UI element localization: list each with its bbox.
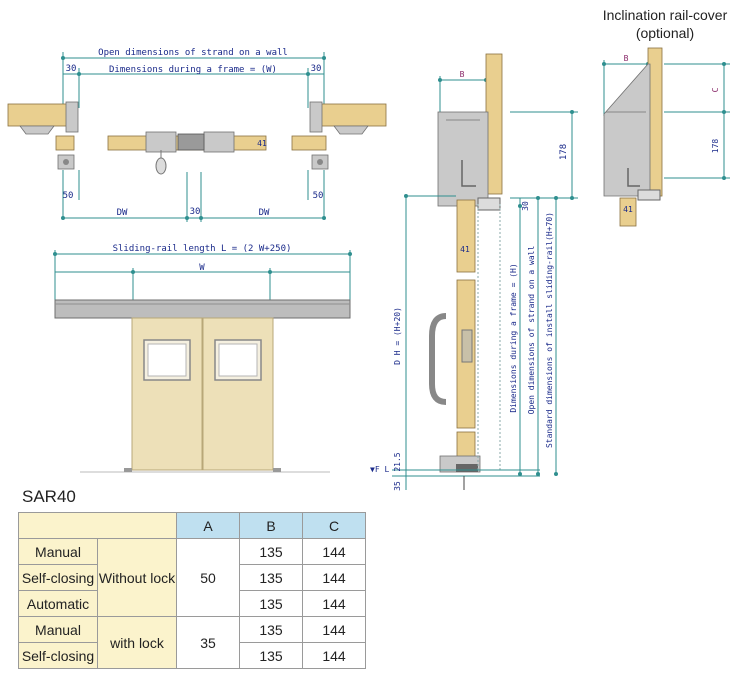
side-dim-41: 41	[460, 245, 470, 254]
dim-30-right: 30	[311, 64, 322, 74]
dim-21-5: 21.5	[393, 452, 402, 471]
lock-with: with lock	[97, 616, 177, 669]
w-label: W	[199, 263, 205, 273]
value-b: 135	[239, 642, 303, 669]
value-c: 144	[302, 564, 366, 591]
row-type: Automatic	[18, 590, 98, 617]
header-c: C	[302, 512, 366, 539]
inclination-title: Inclination rail-cover (optional)	[590, 6, 740, 42]
fl-label: ▼F L	[370, 465, 389, 474]
frame-dimensions-label: Dimensions during a frame = (W)	[109, 65, 277, 75]
value-b: 135	[239, 590, 303, 617]
dim-30-center: 30	[190, 207, 201, 217]
side-dim-b: B	[460, 70, 465, 79]
row-type: Self-closing	[18, 642, 98, 669]
table-row: Manual Without lock 50 135 144	[18, 538, 366, 617]
open-dimensions-label: Open dimensions of strand on a wall	[98, 48, 288, 58]
dw-right: DW	[259, 208, 270, 218]
side-section-view: B 41 178 30 Dimensions during a frame = …	[370, 53, 578, 491]
row-type: Manual	[18, 538, 98, 565]
incl-dim-178: 178	[711, 139, 720, 154]
table-row: Self-closing 135 144	[18, 642, 366, 669]
std-h-label: Standard dimensions of install sliding-r…	[545, 212, 554, 448]
dim-50-left: 50	[63, 191, 74, 201]
table-row: Automatic 135 144	[18, 590, 366, 617]
dim-35: 35	[393, 481, 402, 491]
table-header-row: A B C	[18, 512, 366, 539]
table-row: Self-closing 135 144	[18, 564, 366, 591]
header-a: A	[176, 512, 240, 539]
table-row: Manual with lock 35 135 144	[18, 616, 366, 669]
dw-left: DW	[117, 208, 128, 218]
value-b: 135	[239, 616, 303, 643]
front-elevation-view: Sliding-rail length L = (2 W+250) W	[53, 244, 352, 473]
top-plan-view: Open dimensions of strand on a wall Dime…	[7, 48, 387, 222]
rail-length-label: Sliding-rail length L = (2 W+250)	[113, 244, 292, 254]
lock-without: Without lock	[97, 538, 177, 617]
header-b: B	[239, 512, 303, 539]
inclination-subtitle: (optional)	[635, 25, 695, 41]
dim-41-top: 41	[257, 139, 267, 148]
header-blank-cell	[18, 512, 177, 539]
spec-table: A B C Manual Without lock 50 135 144 Sel…	[18, 512, 366, 669]
dim-50-right: 50	[313, 191, 324, 201]
dim-30-left: 30	[66, 64, 77, 74]
frame-h-label: Dimensions during a frame = (H)	[509, 263, 518, 412]
value-a-without: 50	[176, 538, 240, 617]
value-b: 135	[239, 564, 303, 591]
side-dim-30: 30	[521, 201, 530, 211]
value-c: 144	[302, 642, 366, 669]
incl-dim-c: C	[711, 87, 720, 92]
side-dim-178: 178	[559, 144, 569, 160]
inclination-rail-cover-view: B 41 C 178	[602, 47, 730, 227]
row-type: Manual	[18, 616, 98, 643]
value-a-with: 35	[176, 616, 240, 669]
incl-dim-b: B	[624, 54, 629, 63]
dh-label: D H = (H+20)	[393, 307, 402, 365]
row-type: Self-closing	[18, 564, 98, 591]
value-c: 144	[302, 538, 366, 565]
open-h-label: Open dimensions of strand on a wall	[527, 246, 536, 415]
incl-dim-41: 41	[623, 205, 633, 214]
value-c: 144	[302, 616, 366, 643]
model-title: SAR40	[22, 487, 76, 506]
value-b: 135	[239, 538, 303, 565]
value-c: 144	[302, 590, 366, 617]
inclination-title-line: Inclination rail-cover	[602, 7, 728, 23]
